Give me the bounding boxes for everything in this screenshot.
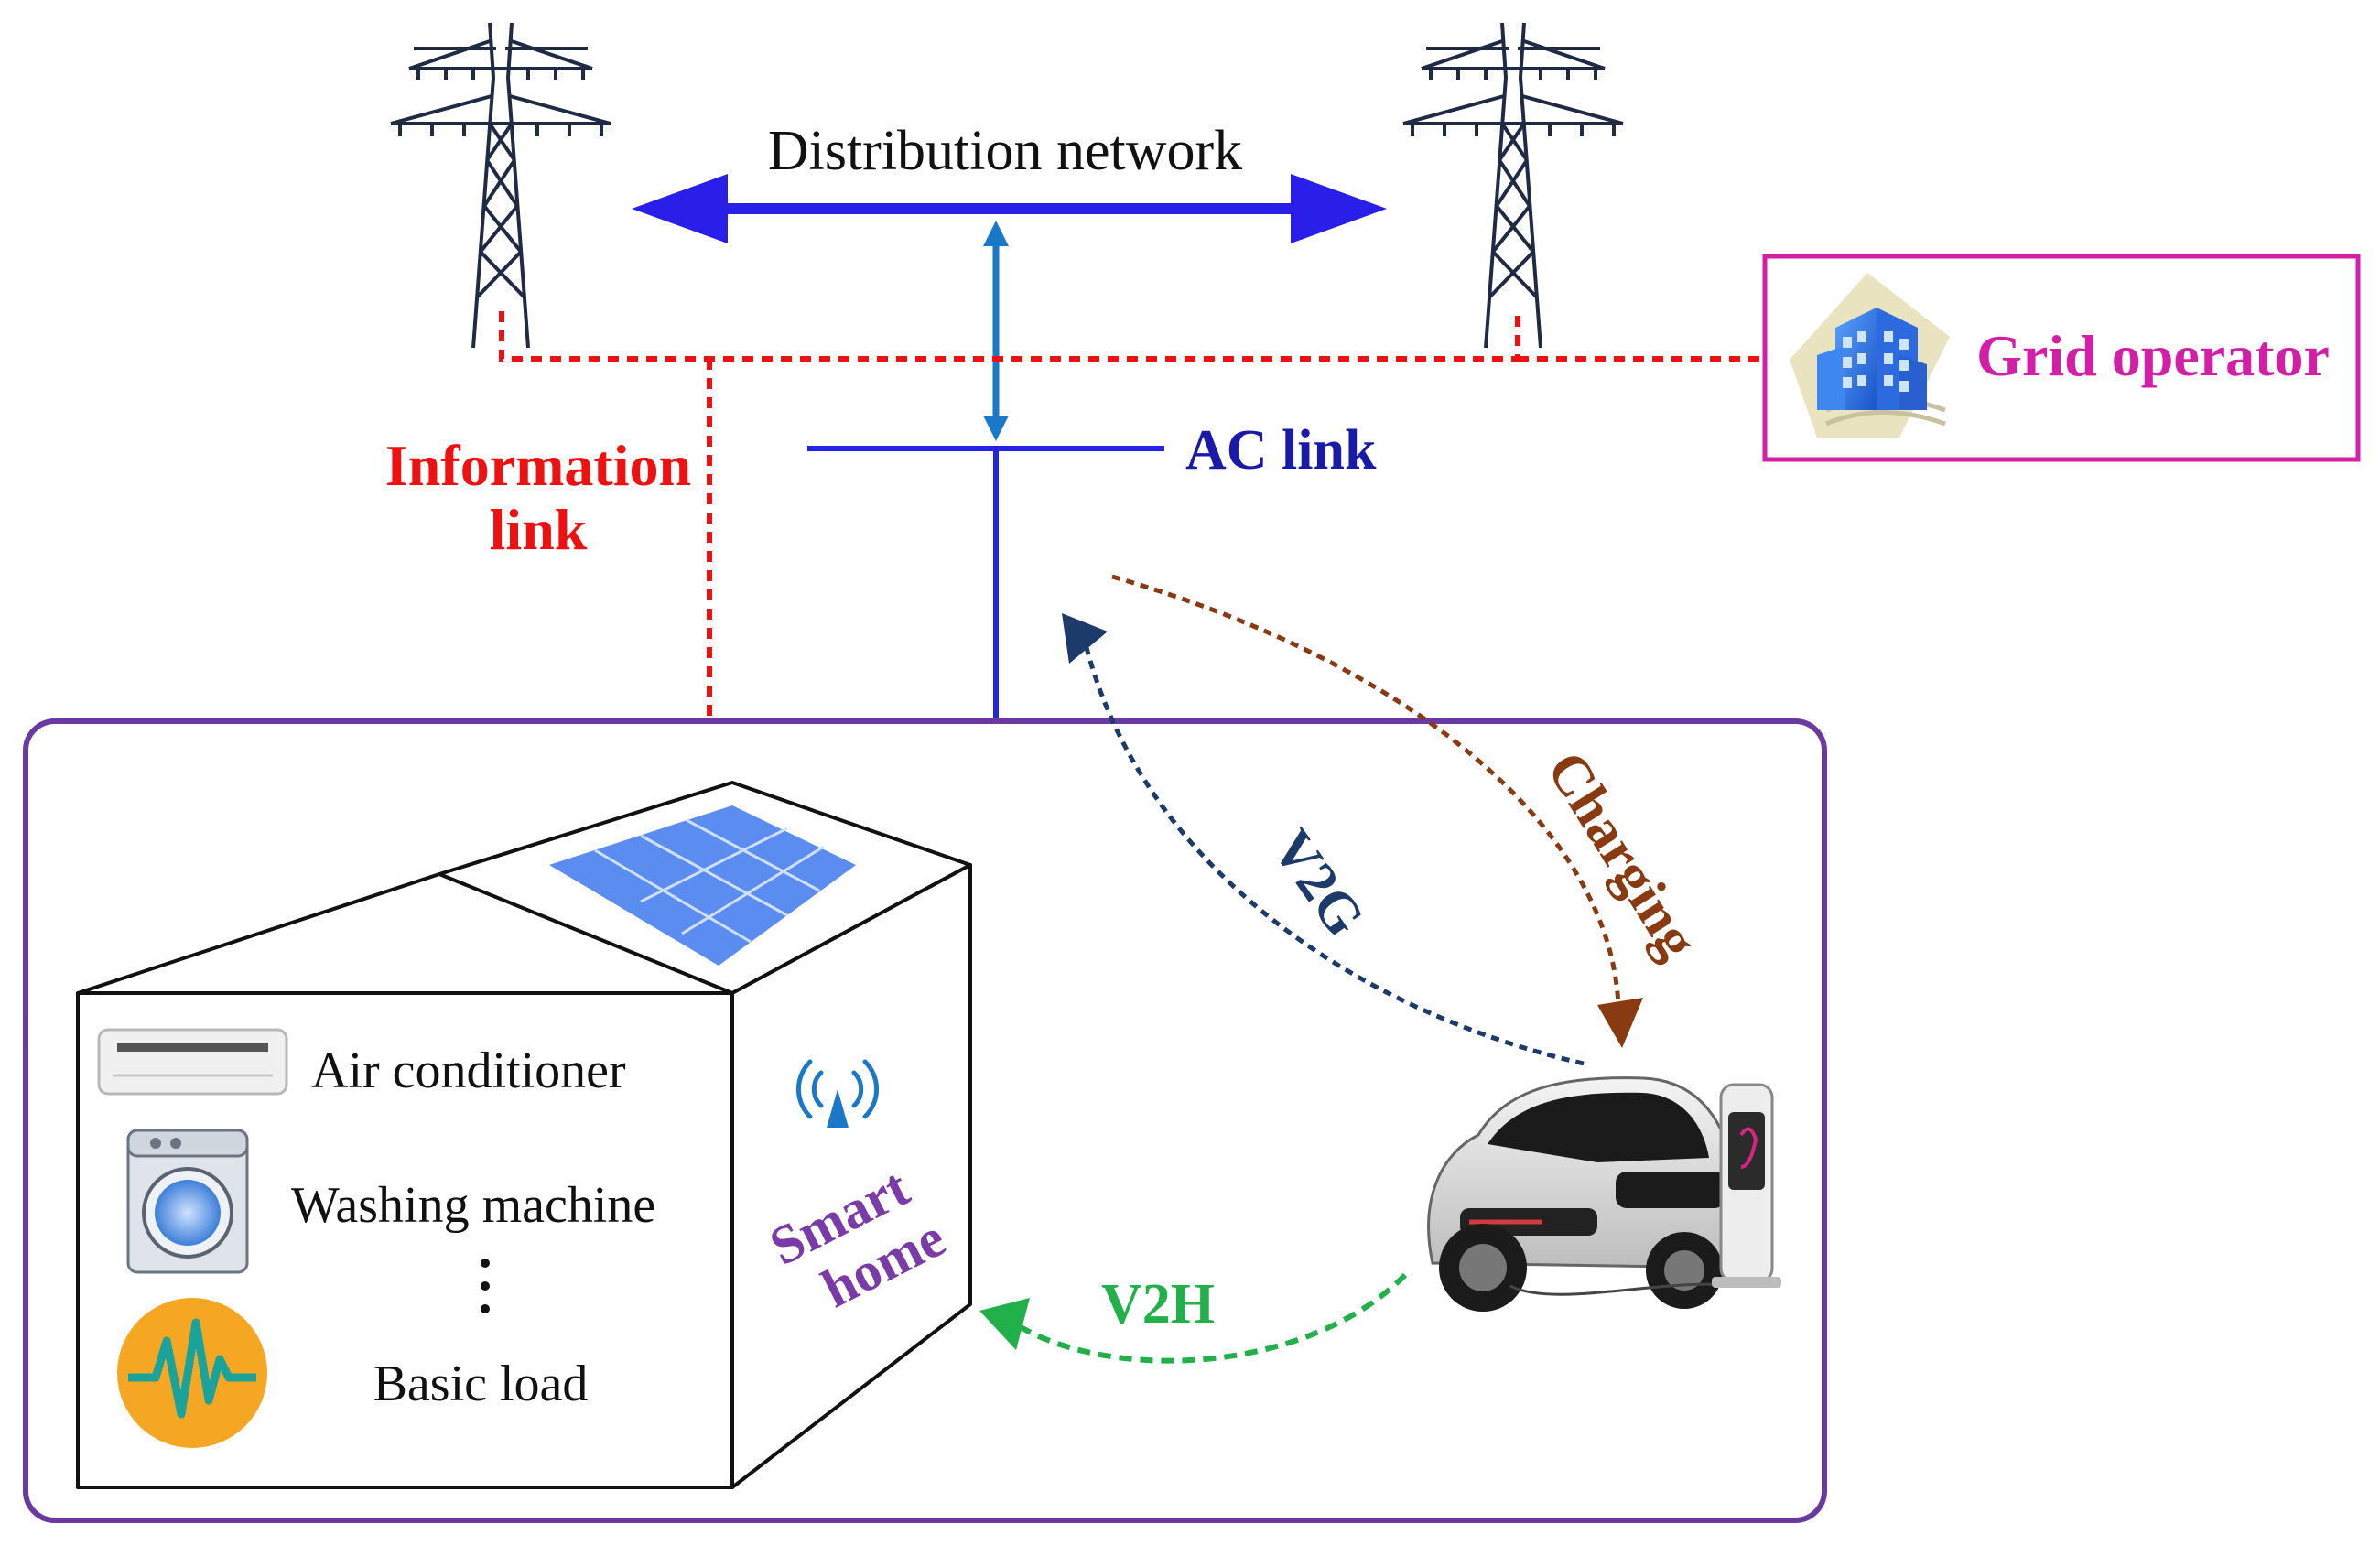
charging-arrow bbox=[1111, 574, 1643, 1048]
charging-cable bbox=[1509, 1282, 1740, 1296]
basic-load-label: Basic load bbox=[373, 1356, 589, 1412]
wifi-antenna-icon bbox=[795, 1059, 880, 1128]
grid-operator-label: Grid operator bbox=[1976, 323, 2330, 388]
charging-label: Charging bbox=[1534, 741, 1709, 969]
transmission-tower-icon bbox=[1402, 22, 1624, 349]
charging-station-icon bbox=[1712, 1083, 1781, 1288]
transmission-tower-icon bbox=[390, 22, 611, 349]
waveform-icon bbox=[117, 1298, 267, 1448]
distribution-network-arrow bbox=[632, 174, 1387, 243]
vertical-ellipsis bbox=[481, 1259, 490, 1313]
air-conditioner-label: Air conditioner bbox=[311, 1043, 626, 1099]
office-building-icon bbox=[1790, 273, 1950, 438]
distribution-network-label: Distribution network bbox=[768, 120, 1242, 182]
information-link-lines bbox=[499, 311, 1765, 721]
washing-machine-label: Washing machine bbox=[291, 1177, 655, 1234]
information-link-label-line2: link bbox=[490, 497, 588, 562]
ac-link-label: AC link bbox=[1185, 419, 1377, 481]
v2g-label: V2G bbox=[1260, 819, 1377, 948]
air-conditioner-icon bbox=[97, 1028, 288, 1096]
smart-home-container bbox=[23, 718, 1827, 1523]
v2h-label: V2H bbox=[1101, 1273, 1215, 1335]
solar-panel bbox=[549, 805, 856, 966]
electric-car-icon bbox=[1427, 1076, 1738, 1312]
information-link-label-line1: Information bbox=[385, 433, 691, 498]
washing-machine-icon bbox=[126, 1129, 249, 1274]
v2g-arrow bbox=[1062, 613, 1585, 1066]
v2h-arrow bbox=[979, 1272, 1408, 1364]
